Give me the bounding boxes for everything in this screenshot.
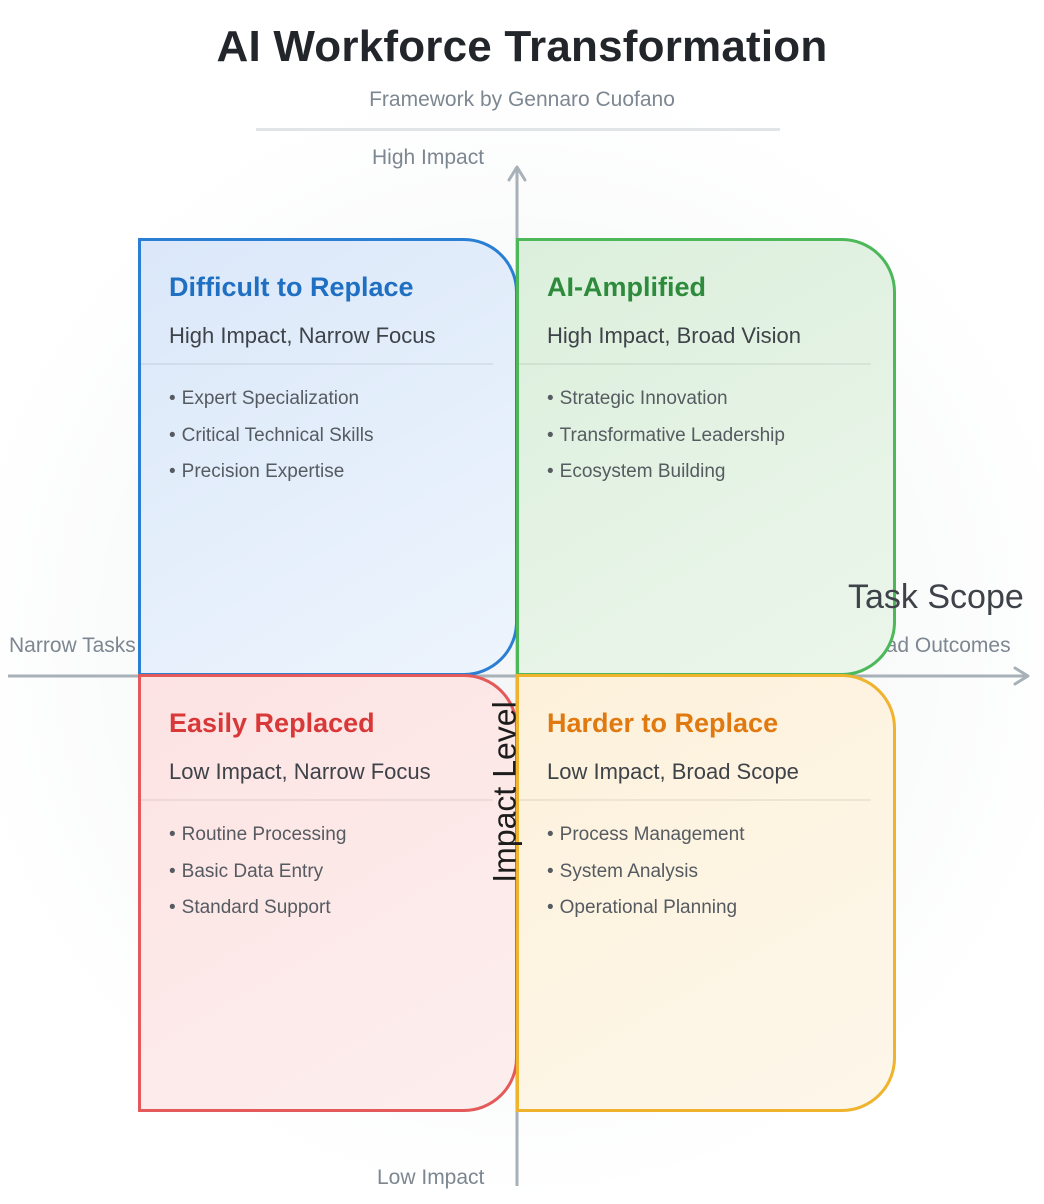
- quadrant-ai-amplified: AI-Amplified High Impact, Broad Vision •…: [516, 238, 896, 676]
- list-item: •Critical Technical Skills: [169, 418, 373, 455]
- list-item: •Transformative Leadership: [547, 418, 785, 455]
- x-axis-arrowhead: [1013, 666, 1030, 686]
- list-item: •Strategic Innovation: [547, 381, 785, 418]
- list-item-text: Strategic Innovation: [559, 388, 728, 409]
- list-item: •Standard Support: [169, 890, 346, 927]
- list-item: •Expert Specialization: [169, 381, 373, 418]
- list-item: •Basic Data Entry: [169, 854, 346, 891]
- list-item-text: Standard Support: [181, 897, 331, 918]
- list-item-text: System Analysis: [559, 860, 698, 882]
- quadrant-divider: [141, 363, 493, 365]
- bullet-glyph: •: [169, 824, 176, 845]
- bullet-glyph: •: [547, 388, 554, 409]
- bullet-glyph: •: [169, 388, 176, 409]
- title-divider: [256, 128, 780, 131]
- bullet-glyph: •: [169, 424, 176, 446]
- quadrant-subtitle: Low Impact, Broad Scope: [547, 759, 799, 784]
- list-item-text: Ecosystem Building: [559, 461, 726, 482]
- quadrant-easily-replaced: Easily Replaced Low Impact, Narrow Focus…: [138, 674, 518, 1112]
- quadrant-list: •Expert Specialization •Critical Technic…: [169, 381, 373, 491]
- list-item: •Process Management: [547, 817, 744, 854]
- quadrant-list: •Process Management •System Analysis •Op…: [547, 817, 744, 927]
- list-item-text: Basic Data Entry: [181, 860, 324, 882]
- y-axis-top-label: High Impact: [372, 146, 485, 169]
- list-item-text: Critical Technical Skills: [181, 424, 374, 446]
- list-item-text: Process Management: [559, 824, 745, 845]
- list-item-text: Precision Expertise: [181, 461, 345, 482]
- bullet-glyph: •: [169, 461, 176, 482]
- list-item: •Operational Planning: [547, 890, 744, 927]
- quadrant-title: Easily Replaced: [169, 708, 375, 738]
- list-item-text: Routine Processing: [181, 824, 347, 845]
- quadrant-subtitle: Low Impact, Narrow Focus: [169, 759, 431, 784]
- quadrant-list: •Strategic Innovation •Transformative Le…: [547, 381, 785, 491]
- quadrant-title: AI-Amplified: [547, 272, 706, 302]
- diagram-subtitle: Framework by Gennaro Cuofano: [369, 88, 675, 111]
- bullet-glyph: •: [547, 897, 554, 918]
- quadrant-divider: [519, 799, 871, 801]
- y-axis-arrowhead: [507, 165, 527, 182]
- bullet-glyph: •: [547, 824, 554, 845]
- quadrant-harder-to-replace: Harder to Replace Low Impact, Broad Scop…: [516, 674, 896, 1112]
- quadrant-subtitle: High Impact, Broad Vision: [547, 323, 801, 348]
- list-item: •System Analysis: [547, 854, 744, 891]
- x-axis-left-label: Narrow Tasks: [9, 634, 136, 657]
- bullet-glyph: •: [169, 897, 176, 918]
- x-axis-title: Task Scope: [848, 578, 1024, 616]
- list-item-text: Operational Planning: [559, 897, 738, 918]
- y-axis-bottom-label: Low Impact: [377, 1166, 485, 1189]
- diagram-title: AI Workforce Transformation: [216, 22, 828, 71]
- quadrant-title: Harder to Replace: [547, 708, 779, 738]
- list-item-text: Transformative Leadership: [559, 424, 785, 446]
- quadrant-title: Difficult to Replace: [169, 272, 414, 302]
- quadrant-divider: [519, 363, 871, 365]
- bullet-glyph: •: [547, 860, 554, 882]
- quadrant-divider: [141, 799, 493, 801]
- quadrant-list: •Routine Processing •Basic Data Entry •S…: [169, 817, 346, 927]
- list-item-text: Expert Specialization: [181, 388, 360, 409]
- quadrant-subtitle: High Impact, Narrow Focus: [169, 323, 436, 348]
- list-item: •Routine Processing: [169, 817, 346, 854]
- bullet-glyph: •: [547, 424, 554, 446]
- y-axis-title: Impact Level: [486, 701, 523, 883]
- bullet-glyph: •: [547, 461, 554, 482]
- quadrant-difficult-to-replace: Difficult to Replace High Impact, Narrow…: [138, 238, 518, 676]
- list-item: •Ecosystem Building: [547, 454, 785, 491]
- bullet-glyph: •: [169, 860, 176, 882]
- list-item: •Precision Expertise: [169, 454, 373, 491]
